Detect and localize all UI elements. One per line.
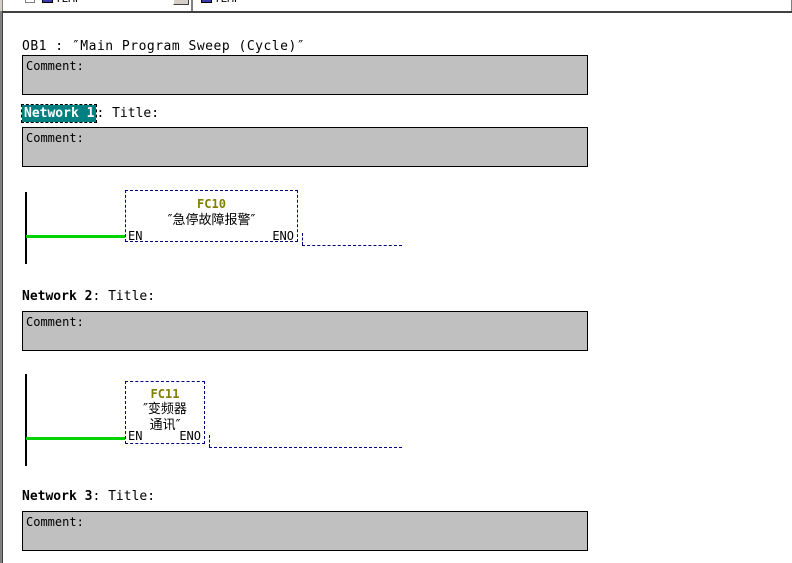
declaration-table-pane[interactable]: TEMP xyxy=(192,0,792,11)
network-1-eno-stub xyxy=(302,233,303,245)
network-2-power-rail xyxy=(25,374,27,466)
network-1-comment-box[interactable]: Comment: xyxy=(22,127,588,167)
network-2-fc-name: FC11 xyxy=(150,387,180,401)
network-1-label-rest: : Title: xyxy=(96,106,160,121)
network-1-en-label: EN xyxy=(128,229,143,243)
network-1-label-selected[interactable]: Network 1 xyxy=(20,104,98,123)
network-3-title[interactable]: Network 3: Title: xyxy=(22,489,155,504)
network-2-en-label: EN xyxy=(128,429,143,443)
network-2-fc-description-line-2: 通讯″ xyxy=(149,418,181,433)
network-2-power-wire[interactable] xyxy=(26,437,125,440)
network-3-label: Network 3 xyxy=(22,489,93,504)
network-2-comment-text: Comment: xyxy=(26,315,84,329)
scroll-down-button[interactable] xyxy=(173,0,189,5)
network-2-eno-label: ENO xyxy=(179,429,201,443)
network-1-power-rail xyxy=(25,192,27,264)
network-1-fc-block[interactable]: FC10 ″急停故障报警″ EN ENO xyxy=(125,190,298,243)
block-icon-right xyxy=(201,0,212,3)
block-icon xyxy=(42,0,53,3)
network-3-label-rest: : Title: xyxy=(92,489,156,504)
tree-item-label-temp-right[interactable]: TEMP xyxy=(214,0,241,5)
network-1-eno-line[interactable] xyxy=(302,245,402,246)
network-2-title[interactable]: Network 2: Title: xyxy=(22,289,155,304)
network-3-comment-text: Comment: xyxy=(26,515,84,529)
ladder-canvas[interactable]: OB1 : ″Main Program Sweep (Cycle)″ Comme… xyxy=(0,11,792,563)
network-2-comment-box[interactable]: Comment: xyxy=(22,311,588,351)
top-toolbar-strip: + TEMP TEMP xyxy=(0,0,792,11)
network-1-title[interactable]: Network 1: Title: xyxy=(20,104,160,123)
header-comment-box[interactable]: Comment: xyxy=(22,55,588,95)
network-1-power-wire[interactable] xyxy=(26,235,125,238)
network-2-fc-block[interactable]: FC11 ″变频器 通讯″ EN ENO xyxy=(125,381,205,444)
network-1-comment-text: Comment: xyxy=(26,131,84,145)
declaration-tree-pane[interactable]: + TEMP xyxy=(2,0,192,11)
expand-plus-icon[interactable]: + xyxy=(25,0,35,3)
network-2-eno-stub xyxy=(209,435,210,447)
tree-item-label-temp[interactable]: TEMP xyxy=(55,0,82,5)
network-2-label-rest: : Title: xyxy=(92,289,156,304)
network-1-fc-description: ″急停故障报警″ xyxy=(167,213,256,228)
network-3-comment-box[interactable]: Comment: xyxy=(22,511,588,551)
header-comment-text: Comment: xyxy=(26,59,84,73)
page-title: OB1 : ″Main Program Sweep (Cycle)″ xyxy=(22,39,306,54)
network-1-eno-label: ENO xyxy=(272,229,294,243)
network-2-fc-description-line-1: ″变频器 xyxy=(143,402,187,417)
network-2-eno-line[interactable] xyxy=(209,447,402,448)
network-1-fc-name: FC10 xyxy=(197,197,226,211)
network-2-label: Network 2 xyxy=(22,289,93,304)
